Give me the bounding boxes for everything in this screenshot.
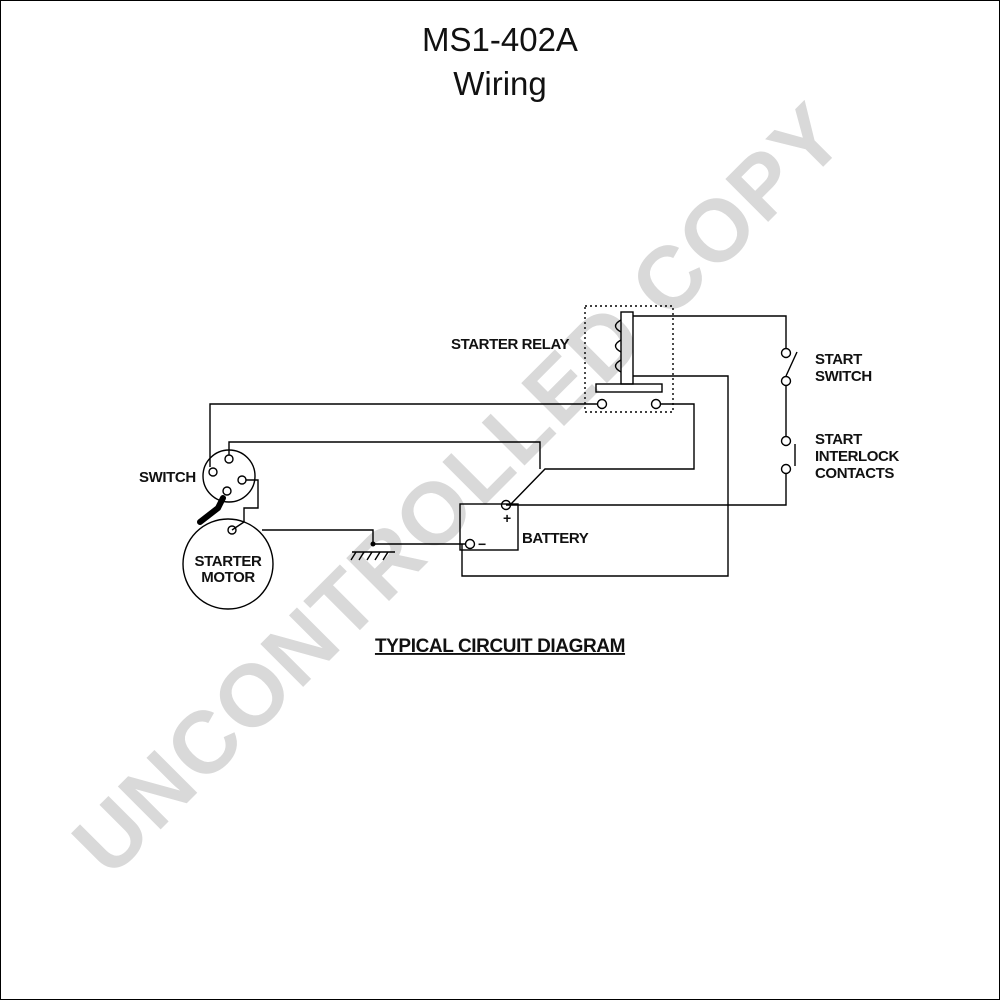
- label-battery: BATTERY: [522, 530, 589, 547]
- start-switch-top-terminal: [780, 347, 792, 359]
- switch-to-motor-link: [231, 479, 259, 531]
- wire-coil-bottom-return: [461, 375, 729, 577]
- wire-relay-to-battery-plus: [509, 403, 695, 506]
- start-switch-bottom-terminal: [780, 375, 792, 387]
- switch-terminal-bottom: [222, 486, 232, 496]
- label-starter-motor-1: STARTER: [195, 553, 262, 570]
- relay-contact-right: [650, 398, 662, 410]
- ground-junction-dot: [370, 541, 376, 547]
- label-starter-motor-2: MOTOR: [201, 569, 255, 586]
- relay-contact-left: [596, 398, 608, 410]
- switch-terminal-right: [237, 475, 247, 485]
- label-start-switch-2: SWITCH: [815, 368, 872, 385]
- starter-motor-body: [182, 518, 274, 610]
- wire-motor-to-ground: [262, 529, 374, 544]
- wire-relay-to-switch: [209, 403, 597, 467]
- wire-coil-to-start-switch: [633, 315, 787, 348]
- label-start-switch-1: START: [815, 351, 862, 368]
- wire-interlock-to-battery-plus: [506, 474, 787, 506]
- start-switch-blade: [785, 351, 798, 377]
- diagram-subtitle: Wiring: [453, 65, 547, 102]
- starter-relay-enclosure: [584, 305, 674, 413]
- ground-hatch: [350, 551, 389, 561]
- battery-terminal-minus: [464, 538, 476, 550]
- switch-terminal-top: [224, 454, 234, 464]
- battery-box: [459, 503, 519, 551]
- label-starter-relay: STARTER RELAY: [451, 336, 570, 353]
- relay-coil-winding: [614, 319, 622, 373]
- diagram-caption: TYPICAL CIRCUIT DIAGRAM: [375, 636, 625, 657]
- motor-terminal: [227, 525, 237, 535]
- battery-terminal-plus: [500, 499, 512, 511]
- watermark-text: UNCONTROLLED COPY: [54, 84, 864, 894]
- diagram-title: MS1-402A: [422, 21, 578, 58]
- interlock-bottom-terminal: [780, 463, 792, 475]
- label-interlock-3: CONTACTS: [815, 465, 894, 482]
- starter-drive-lever: [197, 495, 226, 525]
- label-interlock-2: INTERLOCK: [815, 448, 899, 465]
- label-battery-minus: −: [478, 536, 486, 552]
- wire-switch-to-battery: [228, 441, 541, 469]
- relay-armature: [595, 383, 663, 393]
- label-switch: SWITCH: [139, 469, 196, 486]
- label-battery-plus: +: [503, 510, 511, 526]
- switch-terminal-left: [208, 467, 218, 477]
- label-interlock-1: START: [815, 431, 862, 448]
- interlock-top-terminal: [780, 435, 792, 447]
